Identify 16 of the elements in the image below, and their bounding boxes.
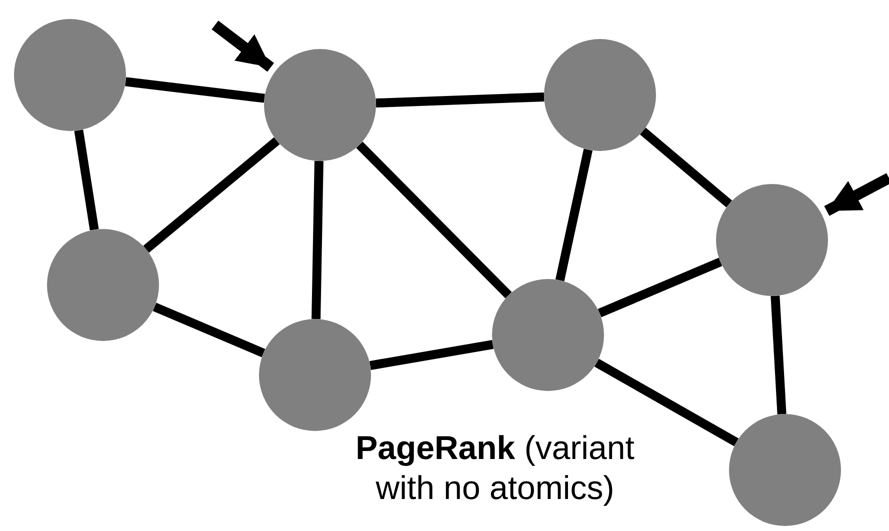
connector-line [152,302,266,358]
connector-line [376,92,544,108]
connector-line [356,142,512,298]
connector-line [369,340,494,370]
connector-line [74,130,99,230]
arrow [824,173,889,216]
connector-line [312,160,324,320]
connector-line [640,128,732,208]
arrow [212,20,274,72]
connector-line [770,296,786,414]
connector-line [598,258,722,318]
connector-line [594,358,739,446]
connector-line [555,148,593,282]
connector-line [125,77,265,103]
connector-line [143,137,280,253]
caption-text: PageRank (variant with no atomics) [354,428,636,508]
